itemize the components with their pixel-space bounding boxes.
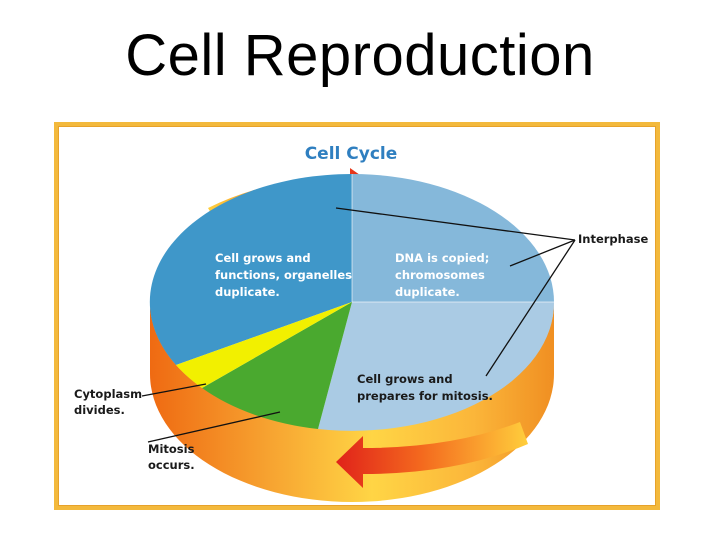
cell-cycle-diagram: Cell Cycle Cell grows and functions, org…: [74, 144, 648, 502]
phase-label-growth1: Cell grows and functions, organelles dup…: [215, 251, 356, 299]
callout-cytoplasm: Cytoplasm divides.: [74, 387, 146, 417]
callout-mitosis: Mitosis occurs.: [148, 442, 198, 472]
diagram-frame: Cell Cycle Cell grows and functions, org…: [54, 122, 660, 510]
segment-prepares-mitosis-g2: [318, 302, 555, 431]
phase-label-dna-copy: DNA is copied; chromosomes duplicate.: [395, 251, 493, 299]
segment-mitosis: [202, 302, 352, 429]
diagram-title: Cell Cycle: [305, 144, 398, 164]
segment-dna-copy-s: [352, 174, 554, 302]
segment-cell-growth-g1: [149, 173, 352, 365]
segment-cytokinesis: [176, 302, 352, 388]
phase-label-growth2: Cell grows and prepares for mitosis.: [357, 372, 493, 403]
slide-title: Cell Reproduction: [125, 23, 595, 88]
callout-lines: [141, 207, 576, 443]
cycle-arrow-bottom: [336, 422, 528, 488]
callout-interphase: Interphase: [578, 232, 648, 246]
